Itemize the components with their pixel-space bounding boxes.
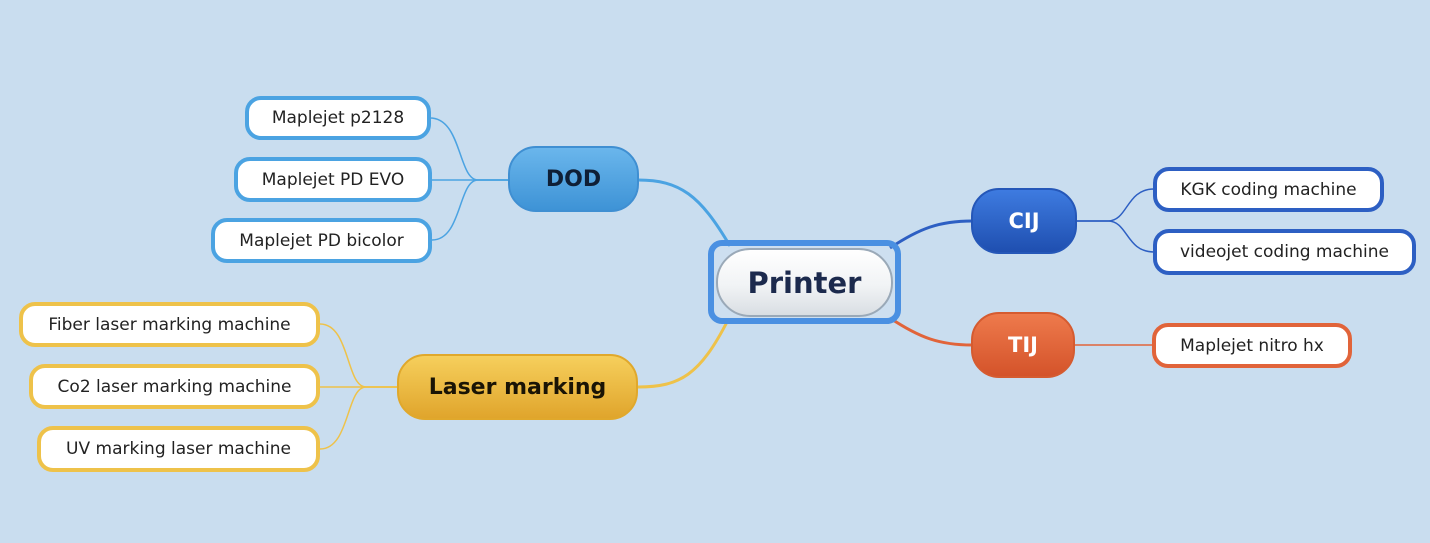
subtopic-videojet-coding-machine[interactable]: videojet coding machine: [1153, 229, 1416, 275]
connector-laser-uv: [319, 386, 397, 450]
connector-central-laser: [637, 319, 730, 389]
connector-cij-kgk: [1077, 188, 1155, 222]
subtopic-maplejet-nitro-hx[interactable]: Maplejet nitro hx: [1152, 323, 1352, 368]
connector-cij-videojet: [1077, 220, 1155, 253]
main-topic-dod[interactable]: DOD: [508, 146, 639, 212]
connector-central-cij: [889, 219, 973, 250]
connector-dod-pdbicolor: [431, 179, 508, 241]
main-topic-laser-marking[interactable]: Laser marking: [397, 354, 638, 420]
connector-laser-fiber: [319, 323, 397, 388]
central-topic-printer[interactable]: Printer: [716, 248, 893, 317]
subtopic-maplejet-pd-evo[interactable]: Maplejet PD EVO: [234, 157, 432, 202]
subtopic-maplejet-p2128[interactable]: Maplejet p2128: [245, 96, 431, 140]
connector-dod-p2128: [429, 117, 508, 181]
subtopic-maplejet-pd-bicolor[interactable]: Maplejet PD bicolor: [211, 218, 432, 263]
subtopic-uv-marking-laser-machine[interactable]: UV marking laser machine: [37, 426, 320, 472]
main-topic-tij[interactable]: TIJ: [971, 312, 1075, 378]
subtopic-co2-laser-marking-machine[interactable]: Co2 laser marking machine: [29, 364, 320, 409]
main-topic-cij[interactable]: CIJ: [971, 188, 1077, 254]
connector-central-tij: [889, 316, 973, 347]
subtopic-kgk-coding-machine[interactable]: KGK coding machine: [1153, 167, 1384, 212]
subtopic-fiber-laser-marking-machine[interactable]: Fiber laser marking machine: [19, 302, 320, 347]
connector-central-dod: [637, 178, 732, 247]
